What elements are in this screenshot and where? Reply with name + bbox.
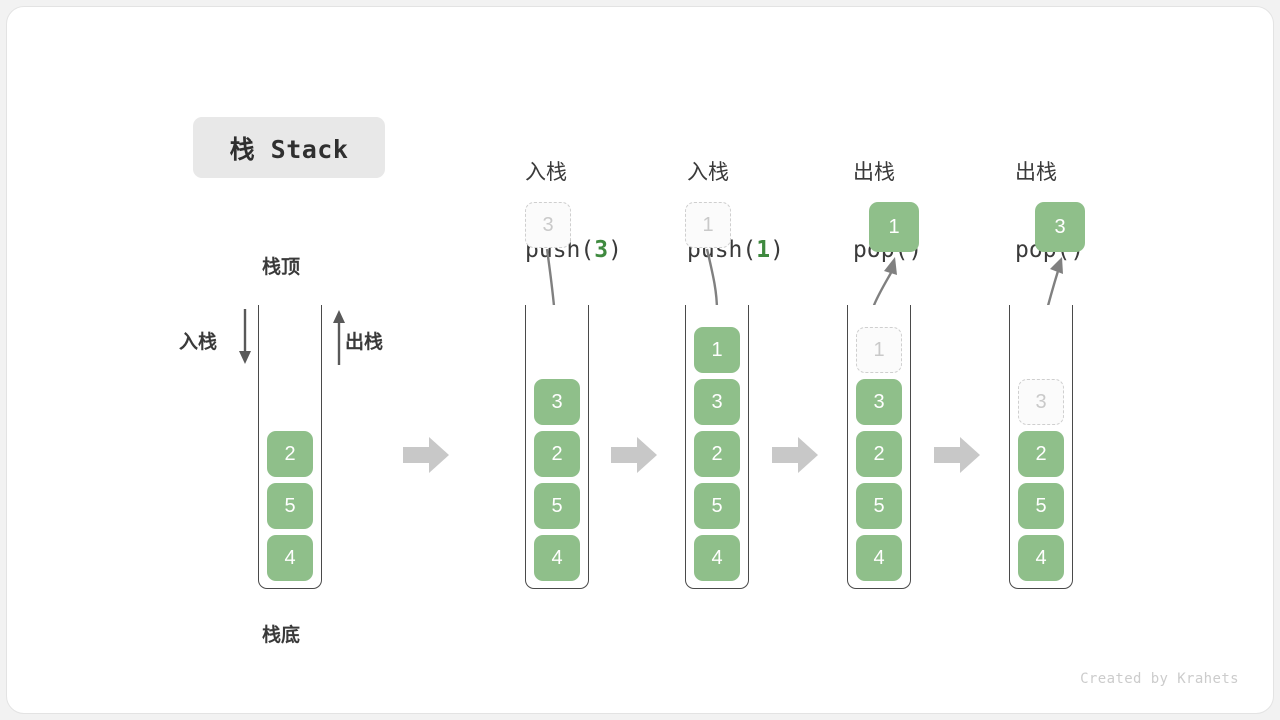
flow-arrow-icon xyxy=(772,437,818,473)
stack-cells-pop-2: 3 2 5 4 xyxy=(1009,305,1073,589)
stack-bottom-label: 栈底 xyxy=(262,625,301,646)
pop-direction-label: 出栈 xyxy=(345,332,384,353)
stack-cell: 5 xyxy=(1018,483,1064,529)
stack-cell-ghost: 1 xyxy=(856,327,902,373)
stack-cell: 5 xyxy=(856,483,902,529)
stack-cell: 2 xyxy=(694,431,740,477)
stack-cell: 4 xyxy=(1018,535,1064,581)
stack-cell: 3 xyxy=(856,379,902,425)
stack-top-label: 栈顶 xyxy=(262,257,301,278)
stack-cells-pop-1: 1 3 2 5 4 xyxy=(847,305,911,589)
stack-cell: 2 xyxy=(534,431,580,477)
code-arg: 1 xyxy=(756,237,771,264)
title-text: 栈 Stack xyxy=(229,134,349,164)
title-chip: 栈 Stack xyxy=(193,117,385,178)
stage-header-cn: 出栈 xyxy=(853,161,895,185)
stack-cell: 3 xyxy=(534,379,580,425)
stack-cells-push-3: 3 2 5 4 xyxy=(525,305,589,589)
popped-value-cell: 1 xyxy=(869,202,919,252)
push-direction-label: 入栈 xyxy=(179,332,218,353)
stack-cell: 1 xyxy=(694,327,740,373)
stack-cell: 2 xyxy=(856,431,902,477)
code-suffix: ) xyxy=(608,237,622,264)
stack-cell: 4 xyxy=(694,535,740,581)
floating-ghost-cell: 3 xyxy=(525,202,571,248)
stack-cells-initial: 2 5 4 xyxy=(258,305,322,589)
stage-header-code: push(3) xyxy=(525,235,622,267)
stack-cell-ghost: 3 xyxy=(1018,379,1064,425)
stack-cell: 4 xyxy=(856,535,902,581)
stack-cell: 3 xyxy=(694,379,740,425)
flow-arrow-icon xyxy=(611,437,657,473)
stack-cell: 5 xyxy=(534,483,580,529)
stage-header-cn: 入栈 xyxy=(525,161,567,185)
flow-arrow-icon xyxy=(934,437,980,473)
stack-cell: 2 xyxy=(1018,431,1064,477)
stack-cell: 2 xyxy=(267,431,313,477)
push-direction-arrow xyxy=(239,309,251,364)
stage-header-push-3: 入栈 push(3) xyxy=(525,115,622,311)
code-arg: 3 xyxy=(594,237,609,264)
watermark-text: Created by Krahets xyxy=(1080,671,1239,687)
stack-cell: 5 xyxy=(267,483,313,529)
popped-value-cell: 3 xyxy=(1035,202,1085,252)
stack-cells-push-1: 1 3 2 5 4 xyxy=(685,305,749,589)
flow-arrow-icon xyxy=(403,437,449,473)
stack-cell: 4 xyxy=(267,535,313,581)
code-suffix: ) xyxy=(770,237,784,264)
stage-header-cn: 出栈 xyxy=(1015,161,1057,185)
diagram-card: 栈 Stack 栈顶 栈底 入栈 出栈 2 5 4 入栈 xyxy=(6,6,1274,714)
stack-cell: 5 xyxy=(694,483,740,529)
floating-ghost-cell: 1 xyxy=(685,202,731,248)
stack-cell: 4 xyxy=(534,535,580,581)
stage-header-cn: 入栈 xyxy=(687,161,729,185)
pop-direction-arrow xyxy=(333,310,345,365)
